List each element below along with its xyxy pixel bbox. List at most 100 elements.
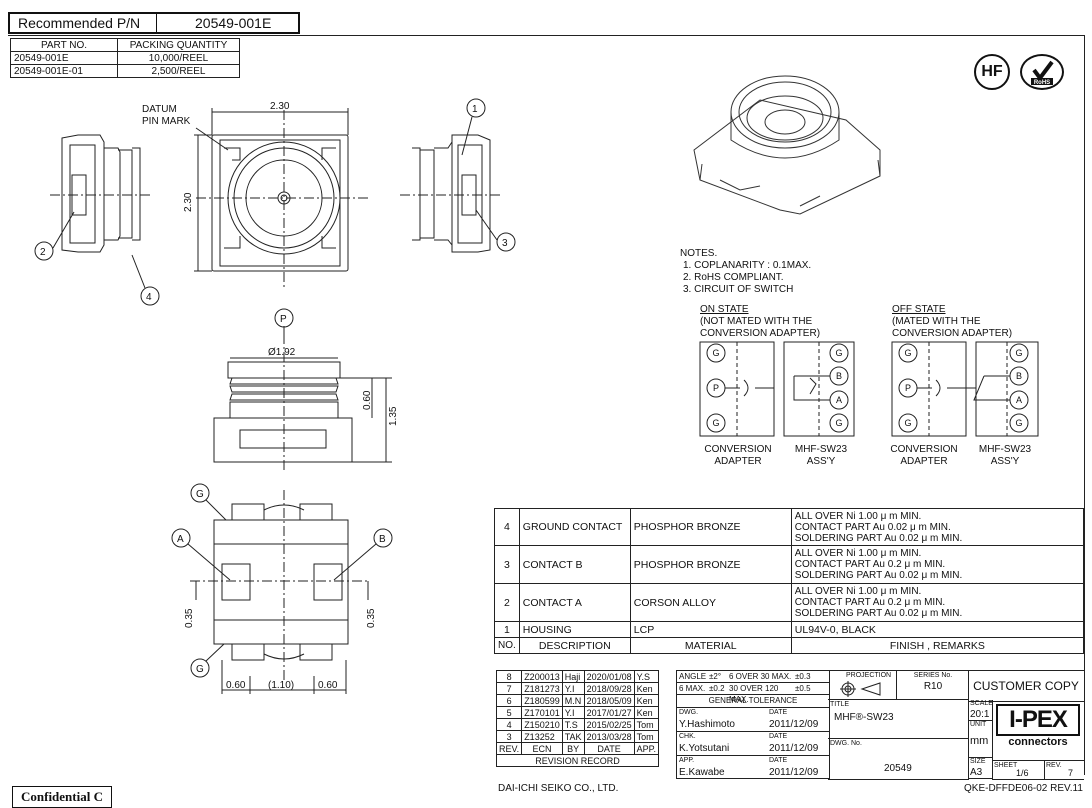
note-3: 3. CIRCUIT OF SWITCH [683, 284, 794, 295]
conv1-text: CONVERSION [704, 444, 772, 455]
tol-02: ±0.2 [709, 684, 725, 693]
bottom-view [190, 490, 370, 694]
revision-cell: M.N [561, 694, 585, 707]
parts-row-4: 4 GROUND CONTACT PHOSPHOR BRONZE ALL OVE… [494, 508, 1085, 546]
dim-060-v: 0.60 [362, 390, 373, 410]
revision-cell: 7 [495, 682, 523, 695]
adapt1-text: ADAPTER [714, 456, 762, 467]
doc-number: QKE-DFFDE06-02 REV.11 [964, 783, 1083, 794]
ipex-logo-sub: connectors [1008, 736, 1068, 748]
parts-row-3: 3 CONTACT B PHOSPHOR BRONZE ALL OVER Ni … [494, 545, 1085, 584]
part-no: 2 [494, 583, 520, 622]
off-state-label: OFF STATE (MATED WITH THE CONVERSION ADA… [892, 304, 1012, 340]
title-label: TITLE [830, 701, 850, 708]
callout-3: 3 [502, 238, 508, 249]
revision-cell: Z200013 [521, 670, 563, 683]
hf-badge-text: HF [981, 63, 1003, 80]
dwg-label: DWG. [679, 709, 699, 716]
on-state-title: ON STATE [700, 304, 749, 315]
dim-135: 1.35 [388, 406, 399, 426]
packing-qty-2: 2,500/REEL [117, 64, 240, 78]
part-desc: CONTACT A [518, 583, 631, 622]
rohs-text: RoHS [1034, 80, 1050, 86]
assy1-text: ASS'Y [806, 456, 836, 467]
size-label: SIZE [970, 758, 986, 765]
revision-cell: Tom [633, 718, 659, 731]
unit-value: mm [970, 735, 989, 747]
callout-g-bottom: G [196, 664, 204, 675]
revision-cell: 2015/02/25 [583, 718, 635, 731]
tol-angle: ANGLE [679, 672, 707, 681]
revision-cell: 2018/09/28 [583, 682, 635, 695]
off-state-sub1: (MATED WITH THE [892, 316, 981, 327]
part-finish: ALL OVER Ni 1.00 μ m MIN. CONTACT PART A… [790, 545, 1085, 584]
revision-cell: Haji [561, 670, 585, 683]
on-state-label: ON STATE (NOT MATED WITH THE CONVERSION … [700, 304, 820, 340]
svg-text:A: A [836, 395, 842, 405]
projection-symbol-icon [840, 681, 881, 697]
dwg-date: 2011/12/09 [769, 719, 819, 730]
top-view [194, 108, 370, 290]
right-side-view [400, 134, 500, 253]
revision-cell: T.S [561, 718, 585, 731]
app-by: E.Kawabe [679, 767, 725, 778]
dim-035-left: 0.35 [184, 608, 195, 628]
finish-line: ALL OVER Ni 1.00 μ m MIN. [794, 548, 922, 559]
dim-060-right: 0.60 [318, 680, 338, 691]
series-value: R10 [923, 681, 943, 692]
header-material: MATERIAL [629, 637, 792, 654]
packing-part-2: 20549-001E-01 [10, 64, 118, 78]
dwgno-label: DWG. No. [830, 740, 862, 747]
dim-192: Ø1.92 [268, 347, 296, 358]
dim-035-right: 0.35 [366, 608, 377, 628]
pin-mark-label: PIN MARK [142, 116, 191, 127]
notes-title: NOTES. [680, 248, 718, 259]
callout-1: 1 [472, 104, 478, 115]
recommended-pn-value: 20549-001E [195, 15, 272, 31]
sheet-label: SHEET [994, 762, 1018, 769]
revision-cell: TAK [561, 730, 585, 743]
app-date: 2011/12/09 [769, 767, 819, 778]
revision-cell: Y.I [561, 682, 585, 695]
callout-2: 2 [40, 247, 46, 258]
dim-230-side: 2.30 [183, 192, 194, 212]
frame-right [1084, 35, 1085, 775]
svg-text:B: B [836, 371, 842, 381]
ipex-logo-text: I-PEX [996, 704, 1080, 736]
callout-g-top: G [196, 489, 204, 500]
frame-top [8, 35, 1084, 36]
scale-unit-column: SCALE 20:1 UNIT mm SIZE A3 [968, 700, 993, 779]
on-state-sub1: (NOT MATED WITH THE [700, 316, 813, 327]
revision-cell: 2017/01/27 [583, 706, 635, 719]
date-label: DATE [769, 757, 788, 764]
chk-by: K.Yotsutani [679, 743, 730, 754]
profile-view [213, 326, 392, 470]
svg-text:G: G [835, 418, 842, 428]
svg-text:G: G [712, 418, 719, 428]
revision-cell: Tom [633, 730, 659, 743]
callout-a: A [177, 534, 184, 545]
svg-text:P: P [905, 383, 911, 393]
rev-header: BY [561, 742, 585, 755]
confidential-label: Confidential C [12, 786, 112, 808]
svg-text:P: P [713, 383, 719, 393]
off-state-title: OFF STATE [892, 304, 946, 315]
revision-cell: 6 [495, 694, 523, 707]
company-name: DAI-ICHI SEIKO CO., LTD. [498, 783, 619, 794]
dim-110: (1.10) [268, 680, 294, 691]
tol-05: ±0.5 [795, 684, 811, 693]
revision-record-label: REVISION RECORD [496, 754, 659, 767]
finish-line: ALL OVER Ni 1.00 μ m MIN. [794, 586, 922, 597]
sheet-rev-row: SHEET 1/6 REV. 7 [992, 760, 1084, 780]
rev-header: REV. [495, 742, 523, 755]
dwg-by: Y.Hashimoto [679, 719, 735, 730]
finish-line: SOLDERING PART Au 0.02 μ m MIN. [794, 532, 963, 544]
finish-line: SOLDERING PART Au 0.02 μ m MIN. [794, 608, 963, 619]
